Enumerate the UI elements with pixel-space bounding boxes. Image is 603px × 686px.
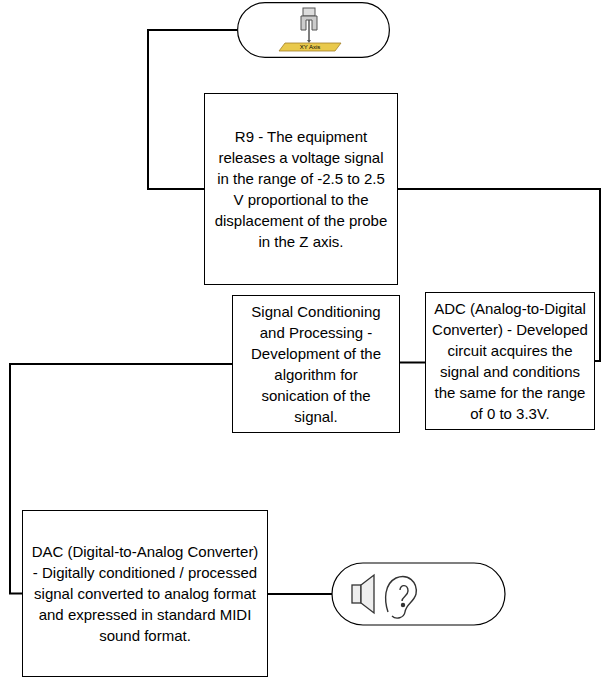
stage-label: XY Axis [282, 43, 338, 51]
box-text: ADC (Analog-to-Digital Converter) - Deve… [432, 298, 588, 424]
output-terminator [332, 563, 505, 625]
output-wire [268, 593, 332, 595]
connector [400, 362, 425, 363]
input-terminator: XY Axis [237, 2, 390, 58]
process-box: ADC (Analog-to-Digital Converter) - Deve… [425, 292, 595, 430]
box-text: Signal Conditioning and Processing - Dev… [239, 301, 393, 427]
speaker-symbol [352, 575, 374, 613]
process-box: DAC (Digital-to-Analog Converter) - Digi… [22, 510, 268, 677]
ear-symbol [386, 577, 417, 618]
box-text: DAC (Digital-to-Analog Converter) - Digi… [29, 541, 261, 646]
box-text: R9 - The equipment releases a voltage si… [211, 126, 391, 252]
process-box: R9 - The equipment releases a voltage si… [204, 93, 398, 285]
process-box: Signal Conditioning and Processing - Dev… [232, 295, 400, 433]
